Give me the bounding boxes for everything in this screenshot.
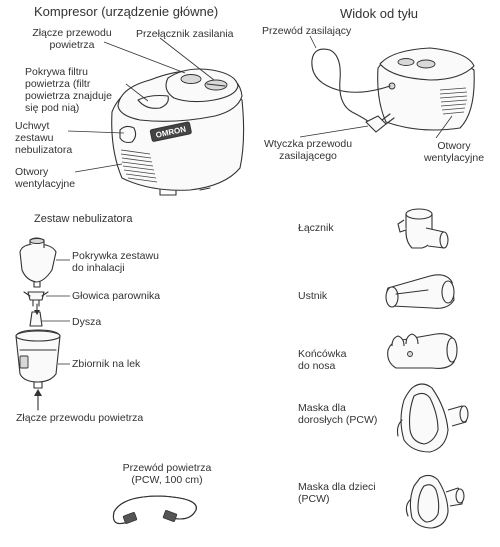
nasal-piece-label: Końcówka do nosa bbox=[298, 348, 347, 372]
connector-illustration bbox=[397, 208, 449, 249]
air-tube-connector-label: Złącze przewodu powietrza bbox=[32, 27, 112, 51]
air-tube-illustration bbox=[112, 495, 197, 525]
mouthpiece-illustration bbox=[385, 274, 455, 309]
nebulizer-kit-leaders bbox=[42, 259, 70, 365]
vaporizer-head-label: Głowica parownika bbox=[72, 290, 161, 302]
mouthpiece-label: Ustnik bbox=[298, 290, 328, 302]
child-mask-label: Maska dla dzieci (PCW) bbox=[298, 481, 376, 505]
back-view-section-title: Widok od tyłu bbox=[340, 6, 419, 21]
back-vents-label: Otwory wentylacyjne bbox=[423, 140, 485, 164]
compressor-leaders bbox=[67, 37, 215, 173]
compressor-section-title: Kompresor (urządzenie główne) bbox=[34, 4, 219, 19]
back-view-illustration bbox=[311, 47, 475, 133]
nebulizer-kit-section-title: Zestaw nebulizatora bbox=[34, 213, 133, 225]
power-plug-label: Wtyczka przewodu zasilającego bbox=[263, 138, 353, 162]
nasal-piece-illustration bbox=[387, 333, 458, 369]
back-view-leaders bbox=[299, 35, 453, 139]
power-cord-label: Przewód zasilający bbox=[262, 25, 352, 37]
nebulizer-holder-label: Uchwyt zestawu nebulizatora bbox=[15, 120, 73, 156]
kit-air-tube-connector-label: Złącze przewodu powietrza bbox=[16, 412, 144, 424]
nozzle-label: Dysza bbox=[72, 316, 102, 328]
compressor-vents-label: Otwory wentylacyjne bbox=[15, 166, 76, 190]
child-mask-illustration bbox=[405, 474, 465, 529]
compressor-illustration: OMRON bbox=[111, 68, 245, 196]
inhalation-cap-label: Pokrywka zestawu do inhalacji bbox=[72, 250, 159, 274]
air-filter-cover-label: Pokrywa filtru powietrza (filtr powietrz… bbox=[25, 66, 112, 114]
adult-mask-label: Maska dla dorosłych (PCW) bbox=[298, 402, 378, 426]
medication-tank-label: Zbiornik na lek bbox=[72, 358, 141, 370]
connector-label: Łącznik bbox=[298, 222, 334, 234]
nebulizer-kit-illustration bbox=[15, 237, 61, 411]
adult-mask-illustration bbox=[396, 383, 469, 453]
power-switch-label: Przełącznik zasilania bbox=[136, 28, 234, 40]
air-tube-label: Przewód powietrza (PCW, 100 cm) bbox=[122, 462, 212, 486]
